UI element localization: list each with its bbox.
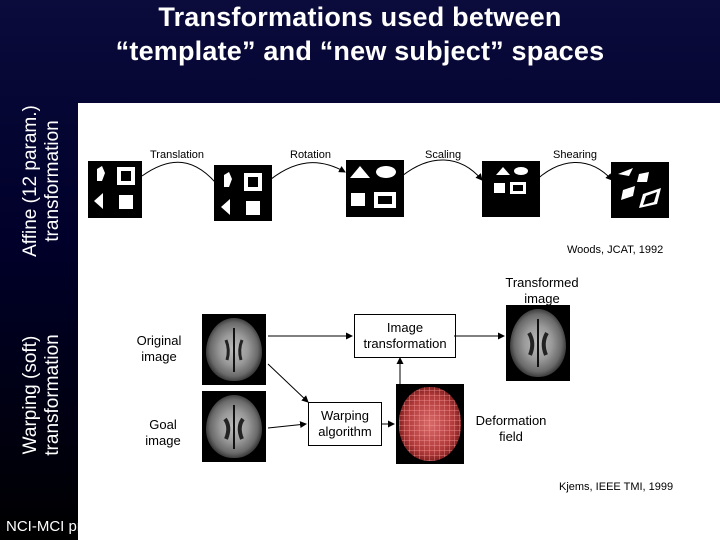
shape-tile-original <box>88 161 142 218</box>
shape-tile-scaled <box>482 161 540 217</box>
affine-arrows <box>141 159 613 189</box>
arrow-icon <box>267 363 309 403</box>
shape-tile-sheared <box>611 162 669 218</box>
footer-project: NCI-MCI project, EU <box>6 518 143 535</box>
shape-tile-translated <box>214 165 272 221</box>
nru-logo-icon <box>590 513 630 539</box>
goal-image-label: Goal image <box>145 417 181 448</box>
step-scaling-label: Scaling <box>425 149 462 161</box>
warping-citation: Kjems, IEEE TMI, 1999 <box>559 481 674 493</box>
slide-title: Transformations used between “template” … <box>0 0 720 68</box>
arrow-icon <box>267 421 307 429</box>
step-translation-label: Translation <box>150 149 205 161</box>
original-brain-image <box>202 314 266 385</box>
arrow-icon <box>141 161 221 189</box>
step-rotation-label: Rotation <box>290 149 331 161</box>
original-image-label: Original image <box>136 333 182 364</box>
arrow-icon <box>264 162 346 185</box>
goal-brain-image <box>202 391 266 462</box>
transformed-brain-image <box>506 305 570 381</box>
warping-side-label: Warping (soft) transformation <box>20 334 63 456</box>
transformed-image-label: Transformed image <box>505 275 579 306</box>
image-transformation-box: Image transformation <box>354 314 456 358</box>
affine-citation: Woods, JCAT, 1992 <box>567 244 664 256</box>
warping-algorithm-box: Warping algorithm <box>308 402 382 446</box>
shape-tile-rotated <box>346 160 404 217</box>
arrow-icon <box>531 162 613 185</box>
step-shearing-label: Shearing <box>553 149 598 161</box>
deformation-field-label: Deformation field <box>475 413 547 444</box>
affine-side-label: Affine (12 param.) transformation <box>20 105 63 257</box>
title-line-2: “template” and “new subject” spaces <box>115 36 605 66</box>
title-line-1: Transformations used between <box>158 2 562 32</box>
arrow-icon <box>401 159 483 181</box>
footer-nru: NRU, 2004 <box>636 518 711 535</box>
deformation-field-image <box>396 384 464 464</box>
warping-arrows <box>267 332 505 429</box>
